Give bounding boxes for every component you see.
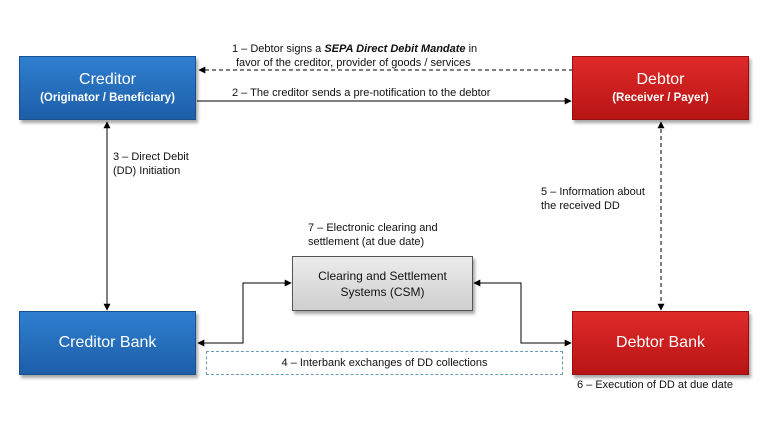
arrow-creditor-bank-csm [197, 279, 292, 347]
creditor-subtitle: (Originator / Beneficiary) [40, 92, 175, 104]
creditor-node: Creditor (Originator / Beneficiary) [19, 56, 196, 120]
step1-emphasis: SEPA Direct Debit Mandate [324, 43, 466, 55]
interbank-exchange-frame [206, 351, 563, 375]
step1-label-line2: favor of the creditor, provider of goods… [236, 56, 471, 70]
step1-prefix: 1 – Debtor signs a [232, 43, 325, 55]
creditor-bank-title: Creditor Bank [58, 334, 157, 351]
debtor-title: Debtor [636, 71, 685, 88]
debtor-bank-node: Debtor Bank [572, 311, 749, 375]
creditor-title: Creditor [79, 71, 136, 88]
csm-node: Clearing and Settlement Systems (CSM) [292, 256, 473, 311]
step5-line1: 5 – Information about [540, 185, 646, 199]
debtor-bank-title: Debtor Bank [616, 334, 705, 351]
step6-text: 6 – Execution of DD at due date [577, 379, 733, 391]
debtor-subtitle: (Receiver / Payer) [612, 92, 709, 104]
step7-label: 7 – Electronic clearing and settlement (… [308, 221, 438, 249]
csm-line2: Systems (CSM) [340, 284, 425, 299]
step4-text: 4 – Interbank exchanges of DD collection… [281, 357, 488, 369]
debtor-node: Debtor (Receiver / Payer) [572, 56, 749, 120]
step1-label: 1 – Debtor signs a SEPA Direct Debit Man… [232, 42, 477, 56]
step3-label: 3 – Direct Debit (DD) Initiation [113, 150, 189, 178]
arrow-csm-debtor-bank [473, 279, 572, 347]
step1-suffix: in [465, 43, 478, 55]
step3-line2: (DD) Initiation [113, 165, 181, 177]
step7-line2: settlement (at due date) [308, 236, 425, 248]
step5-label: 5 – Information about the received DD [540, 185, 646, 213]
step4-label: 4 – Interbank exchanges of DD collection… [206, 356, 563, 370]
step1-line2: favor of the creditor, provider of goods… [236, 57, 471, 69]
step2-text: 2 – The creditor sends a pre-notificatio… [232, 87, 491, 99]
step5-line2: the received DD [540, 199, 646, 213]
step6-label: 6 – Execution of DD at due date [577, 378, 733, 392]
creditor-bank-node: Creditor Bank [19, 311, 196, 375]
step3-line1: 3 – Direct Debit [113, 151, 189, 163]
csm-line1: Clearing and Settlement [318, 268, 447, 283]
step2-label: 2 – The creditor sends a pre-notificatio… [232, 86, 490, 100]
step7-line1: 7 – Electronic clearing and [308, 222, 438, 234]
